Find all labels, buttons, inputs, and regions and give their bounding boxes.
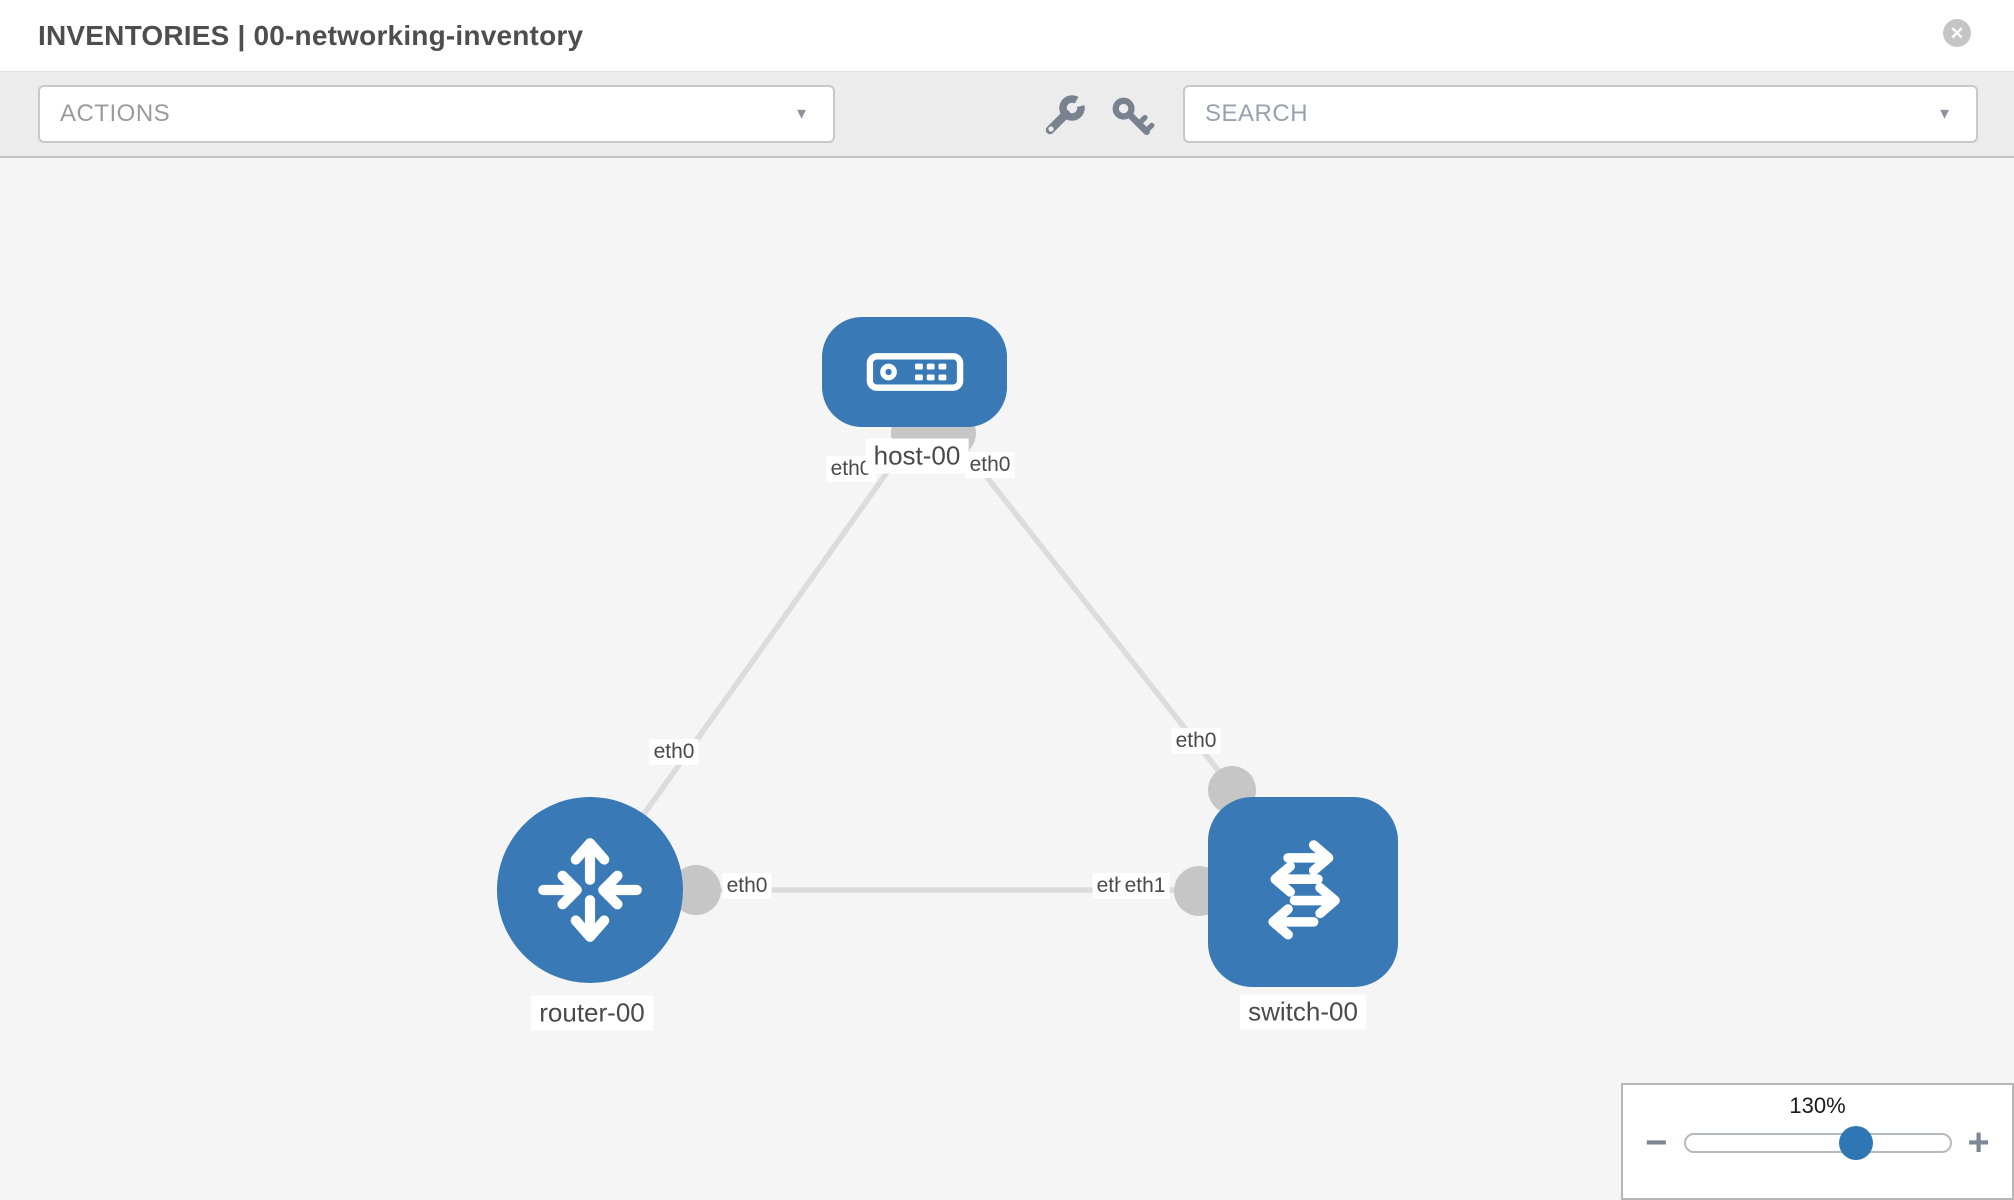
zoom-slider[interactable] [1683,1126,1952,1160]
page-title: INVENTORIES | 00-networking-inventory [38,19,584,51]
node-label: router-00 [531,995,653,1031]
plus-icon: + [1967,1122,1990,1164]
server-face-icon [866,353,963,391]
node-host-00[interactable] [822,317,1007,427]
zoom-in-button[interactable]: + [1966,1122,1992,1164]
node-router-00[interactable] [497,797,683,983]
node-label: switch-00 [1240,994,1366,1030]
zoom-out-button[interactable]: − [1643,1122,1669,1164]
links-layer [587,409,1256,916]
close-button[interactable]: ✕ [1943,19,1971,47]
chevron-down-icon: ▼ [794,105,809,123]
search-label: SEARCH [1205,100,1309,127]
actions-label: ACTIONS [60,100,171,127]
key-button[interactable] [1110,95,1156,141]
iface-label: eth0 [722,873,772,899]
node-switch-00[interactable] [1208,797,1398,987]
configure-button[interactable] [1042,91,1090,141]
toolbar: ACTIONS ▼ SEARCH ▼ [0,72,2014,158]
header: INVENTORIES | 00-networking-inventory ✕ [0,0,2014,72]
search-dropdown[interactable]: SEARCH ▼ [1183,85,1978,143]
chevron-down-icon: ▼ [1937,105,1952,123]
iface-label: eth0 [965,452,1015,478]
switch-arrows-icon [1268,840,1340,940]
node-label: host-00 [865,438,969,474]
key-icon [1112,97,1155,135]
zoom-panel: 130% − + [1621,1083,2014,1200]
iface-label: eth1 [1120,873,1170,899]
actions-dropdown[interactable]: ACTIONS ▼ [38,85,835,143]
router-arrows-icon [538,838,642,942]
zoom-slider-knob[interactable] [1838,1126,1873,1160]
wrench-icon [1045,91,1090,135]
topology-canvas[interactable]: eth0 host-00 eth0 eth0 eth0 eth0 eth0 et… [0,158,2014,1200]
minus-icon: − [1645,1122,1668,1164]
iface-label: eth0 [649,739,699,765]
iface-label: eth0 [1171,728,1221,754]
zoom-value: 130% [1789,1093,1846,1118]
close-icon: ✕ [1949,23,1965,43]
port-circle [671,865,721,915]
